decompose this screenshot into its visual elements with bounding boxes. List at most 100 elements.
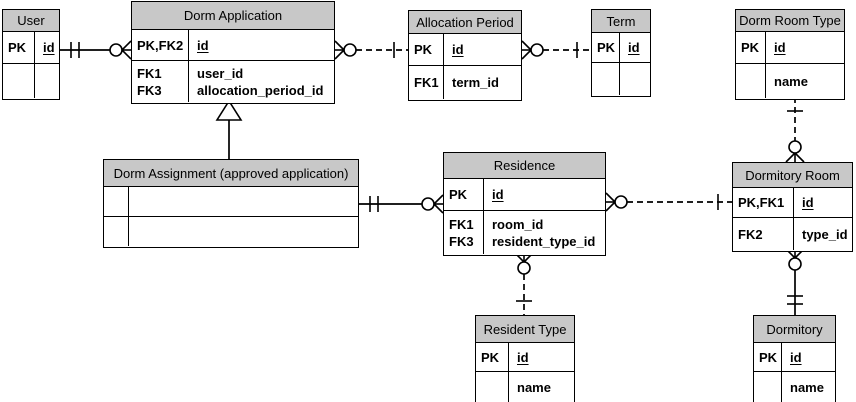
attribute-cell (129, 217, 358, 246)
relationship-user-dorm-application (60, 40, 132, 60)
attribute-label: id (628, 40, 640, 55)
attribute-cell: name (766, 64, 844, 98)
entity-title: User (3, 10, 59, 32)
attribute-label: type_id (802, 226, 848, 242)
entity-attribute-row: PK id (476, 343, 574, 372)
attribute-cell (129, 187, 358, 216)
attribute-cell (620, 63, 650, 95)
entity-title: Dorm Assignment (approved application) (104, 160, 358, 187)
attribute-label: name (774, 73, 808, 89)
key-cell: PK (476, 343, 509, 371)
key-label: PK (759, 349, 778, 365)
attribute-label: allocation_period_id (197, 82, 324, 98)
attribute-label: resident_type_id (492, 233, 596, 249)
key-cell: FK2 (733, 218, 794, 250)
attribute-cell: id (794, 188, 852, 217)
entity-attribute-row (592, 63, 650, 95)
entity-attribute-row: PK,FK1 id (733, 188, 852, 218)
entity-dorm-assignment: Dorm Assignment (approved application) (103, 159, 359, 248)
key-label: PK (414, 42, 433, 57)
entity-attribute-row: PK id (754, 343, 835, 372)
entity-title: Residence (444, 153, 605, 179)
key-label: PK (481, 349, 500, 365)
relationship-dorm-application-allocation-period (334, 40, 408, 60)
key-label: FK2 (738, 226, 763, 242)
entity-title: Dorm Application (132, 2, 334, 30)
key-cell: PK (736, 32, 766, 63)
attribute-label: id (774, 40, 786, 55)
subtype-connector-dorm-application-dorm-assignment-approved-application (215, 99, 243, 159)
key-cell: FK1 (409, 66, 444, 99)
key-label: PK (449, 187, 468, 202)
relationship-allocation-period-term (521, 40, 591, 60)
entity-attribute-row: PK id (3, 32, 59, 64)
attribute-cell: type_id (794, 218, 852, 250)
key-cell (754, 372, 782, 402)
key-cell (736, 64, 766, 98)
attribute-cell (35, 64, 59, 98)
attribute-cell: term_id (444, 66, 521, 99)
entity-attribute-row: name (754, 372, 835, 402)
relationship-dormitory-room-dormitory (785, 248, 805, 315)
key-cell: PK (444, 179, 484, 210)
key-cell (104, 217, 129, 246)
attribute-label: user_id (197, 65, 244, 81)
key-label: FK3 (137, 82, 162, 98)
relationship-residence-dormitory-room (605, 192, 732, 212)
attribute-cell: id (484, 179, 605, 210)
entity-title: Dormitory (754, 316, 835, 343)
entity-title: Allocation Period (409, 11, 521, 34)
entity-attribute-row: FK2 type_id (733, 218, 852, 250)
entity-attribute-row: PK id (444, 179, 605, 211)
attribute-label: id (452, 42, 464, 57)
entity-attribute-row (104, 187, 358, 217)
entity-title: Resident Type (476, 316, 574, 343)
key-label: FK3 (449, 233, 474, 249)
attribute-cell: id (444, 34, 521, 65)
attribute-label: name (790, 379, 824, 395)
entity-attribute-row: PK id (409, 34, 521, 66)
key-label: PK (8, 40, 27, 55)
attribute-label: id (197, 37, 209, 53)
attribute-label: id (790, 349, 802, 365)
key-cell (476, 372, 509, 402)
key-cell: PK (592, 33, 620, 62)
key-cell (592, 63, 620, 95)
key-label: FK1 (449, 216, 474, 232)
attribute-cell: id (189, 30, 334, 60)
relationship-dorm-assignment-approved-application-residence (359, 194, 444, 214)
entity-attribute-row: FK1 term_id (409, 66, 521, 99)
key-cell: PK (409, 34, 444, 65)
attribute-cell: name (782, 372, 835, 402)
attribute-cell: id (782, 343, 835, 371)
key-cell: PK,FK1 (733, 188, 794, 217)
attribute-label: id (802, 195, 814, 210)
attribute-label: term_id (452, 75, 499, 90)
attribute-label: id (43, 40, 55, 55)
key-cell: PK (3, 32, 35, 63)
key-label: PK,FK1 (738, 195, 785, 210)
entity-attribute-row (3, 64, 59, 98)
entity-attribute-row: PK id (736, 32, 844, 64)
attribute-label: id (517, 349, 529, 365)
entity-attribute-row: name (476, 372, 574, 402)
attribute-cell: id (35, 32, 59, 63)
attribute-cell: name (509, 372, 574, 402)
relationship-residence-resident-type (514, 252, 534, 315)
attribute-label: room_id (492, 216, 544, 232)
attribute-cell: id (620, 33, 650, 62)
